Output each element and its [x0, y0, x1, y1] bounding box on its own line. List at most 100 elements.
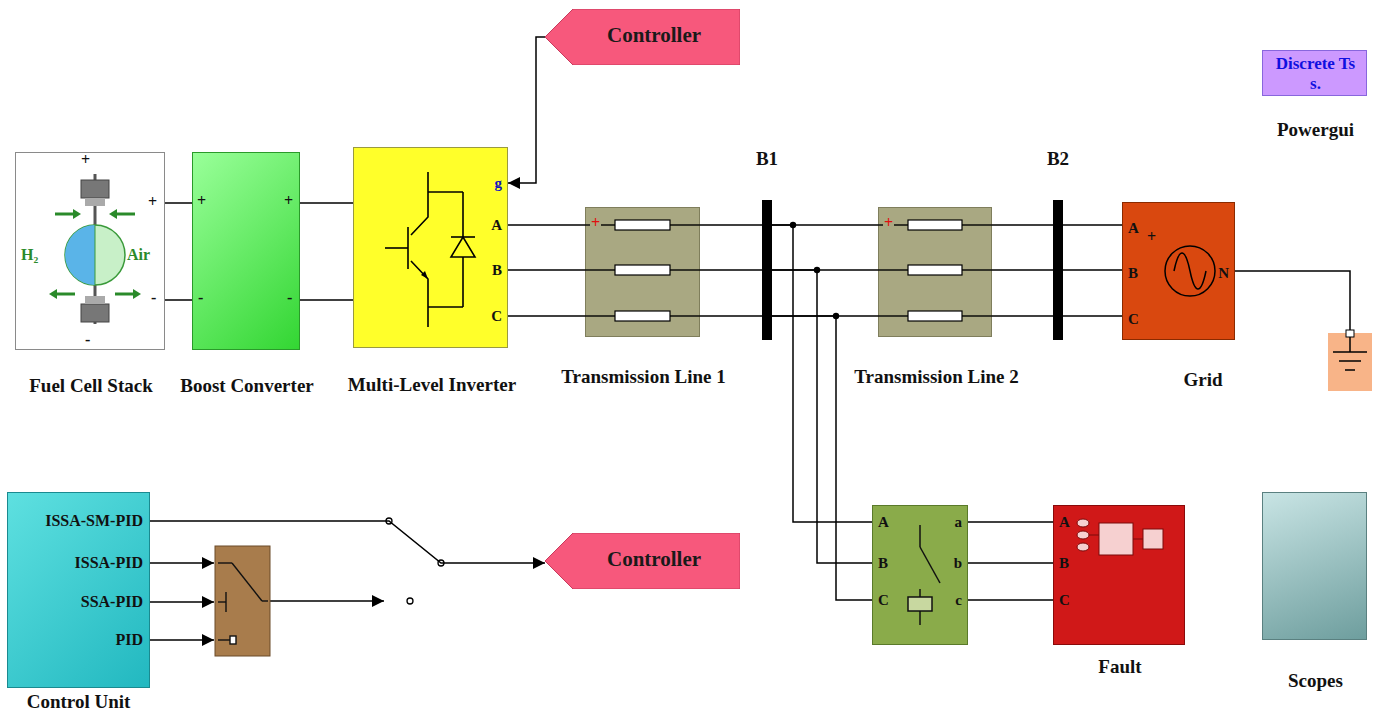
wire — [508, 224, 585, 226]
wire — [700, 224, 762, 226]
tag-label: Controller — [607, 23, 701, 47]
wire-connector — [508, 225, 585, 316]
control-unit-block: ISSA-SM-PIDISSA-PIDSSA-PIDPIDControl Uni… — [7, 492, 150, 688]
pin-label: B — [1128, 265, 1138, 282]
wire — [968, 521, 1053, 523]
block-caption: Boost Converter — [177, 375, 317, 398]
wire-connector — [1063, 225, 1122, 316]
inverter-block: gABCMulti-Level Inverter — [353, 147, 508, 348]
terminal-sign: H₂ — [21, 246, 38, 264]
wire-connector — [700, 225, 762, 316]
wire — [700, 315, 762, 317]
terminal-sign: - — [198, 289, 203, 307]
wire — [968, 562, 1053, 564]
wire — [300, 202, 353, 204]
bus-label: B1 — [742, 148, 792, 171]
pin-label: A — [491, 217, 502, 234]
wire — [968, 599, 1053, 601]
block-caption: Multi-Level Inverter — [342, 374, 522, 397]
goto-tag: Controller — [545, 9, 740, 65]
goto-tag: Controller — [545, 533, 740, 589]
wire — [1063, 315, 1122, 317]
wire — [300, 299, 353, 301]
wire-connector — [772, 225, 872, 600]
pin-label: A — [1128, 220, 1139, 237]
block-symbol — [878, 207, 992, 337]
pin-label: C — [491, 308, 502, 325]
wire — [508, 315, 585, 317]
terminal-sign: + — [883, 214, 894, 232]
pin-label: C — [1128, 311, 1139, 328]
wire — [992, 224, 1053, 226]
transmission-line-block: Transmission Line 2 — [878, 207, 992, 337]
wire — [992, 269, 1053, 271]
pin-label: b — [954, 555, 962, 572]
terminal-sign: - — [85, 331, 90, 349]
wire — [508, 269, 585, 271]
wire — [1063, 224, 1122, 226]
ground-symbol — [1235, 271, 1372, 391]
block-caption: Transmission Line 1 — [561, 366, 726, 389]
solver-setting: Discrete Ts s. — [1273, 54, 1358, 93]
terminal-sign: Air — [127, 246, 150, 264]
wire — [165, 202, 192, 204]
pin-label: A — [1059, 514, 1070, 531]
terminal-sign: + — [1147, 228, 1156, 246]
terminal-sign: + — [284, 192, 293, 210]
pin-label: B — [1059, 555, 1069, 572]
block-symbol — [1053, 505, 1185, 645]
bus-bar: B2 — [1053, 200, 1063, 340]
wire — [165, 299, 192, 301]
pin-label: B — [492, 262, 502, 279]
block-caption: Scopes — [1253, 670, 1378, 693]
scopes-block: Scopes — [1262, 492, 1367, 640]
wire — [772, 316, 872, 600]
transmission-line-block: Transmission Line 1 — [585, 207, 700, 337]
pin-label: C — [1059, 592, 1070, 609]
block-symbol — [585, 207, 700, 337]
terminal-sign: - — [151, 289, 156, 307]
pin-label: a — [955, 514, 963, 531]
wire-connector — [508, 37, 545, 183]
pin-label: B — [878, 555, 888, 572]
terminal-sign: - — [287, 289, 292, 307]
gate-pin: g — [495, 175, 503, 192]
wire-connector — [992, 225, 1053, 316]
tag-label: Controller — [607, 547, 701, 571]
block-caption: Transmission Line 2 — [854, 366, 1019, 389]
block-symbol — [1122, 202, 1235, 340]
wire-connector — [968, 522, 1053, 600]
terminal-sign: + — [148, 193, 157, 211]
port-label: ISSA-SM-PID — [45, 512, 143, 530]
terminal-sign: + — [590, 214, 601, 232]
manual-switch-contacts — [386, 518, 444, 604]
wire-connector — [165, 203, 192, 300]
pin-label: N — [1218, 265, 1229, 282]
block-symbol — [353, 147, 508, 348]
wire — [700, 269, 762, 271]
bus-label: B2 — [1033, 148, 1083, 171]
pin-label: A — [878, 514, 889, 531]
wire — [150, 521, 545, 563]
block-caption: Fault — [1054, 656, 1186, 679]
pin-label: C — [878, 592, 889, 609]
port-label: SSA-PID — [81, 593, 143, 611]
wire — [772, 270, 872, 563]
block-caption: Powergui — [1253, 119, 1378, 142]
bus-bar: B1 — [762, 200, 772, 340]
wire — [992, 315, 1053, 317]
wire-connector — [300, 203, 353, 300]
pin-label: c — [955, 592, 962, 609]
grid-source-block: ABCNGrid — [1122, 202, 1235, 340]
boost-converter-block: Boost Converter — [192, 152, 300, 350]
powergui-block: Discrete Ts s.Powergui — [1262, 50, 1367, 96]
port-label: ISSA-PID — [75, 554, 143, 572]
block-caption: Control Unit — [1, 691, 156, 714]
wire — [508, 37, 545, 183]
block-caption: Fuel Cell Stack — [6, 375, 176, 398]
multiport-switch — [215, 546, 270, 656]
block-caption: Grid — [1153, 369, 1253, 392]
wire — [1063, 269, 1122, 271]
breaker-block: A B Ca b c — [872, 505, 968, 645]
terminal-sign: + — [81, 151, 90, 169]
